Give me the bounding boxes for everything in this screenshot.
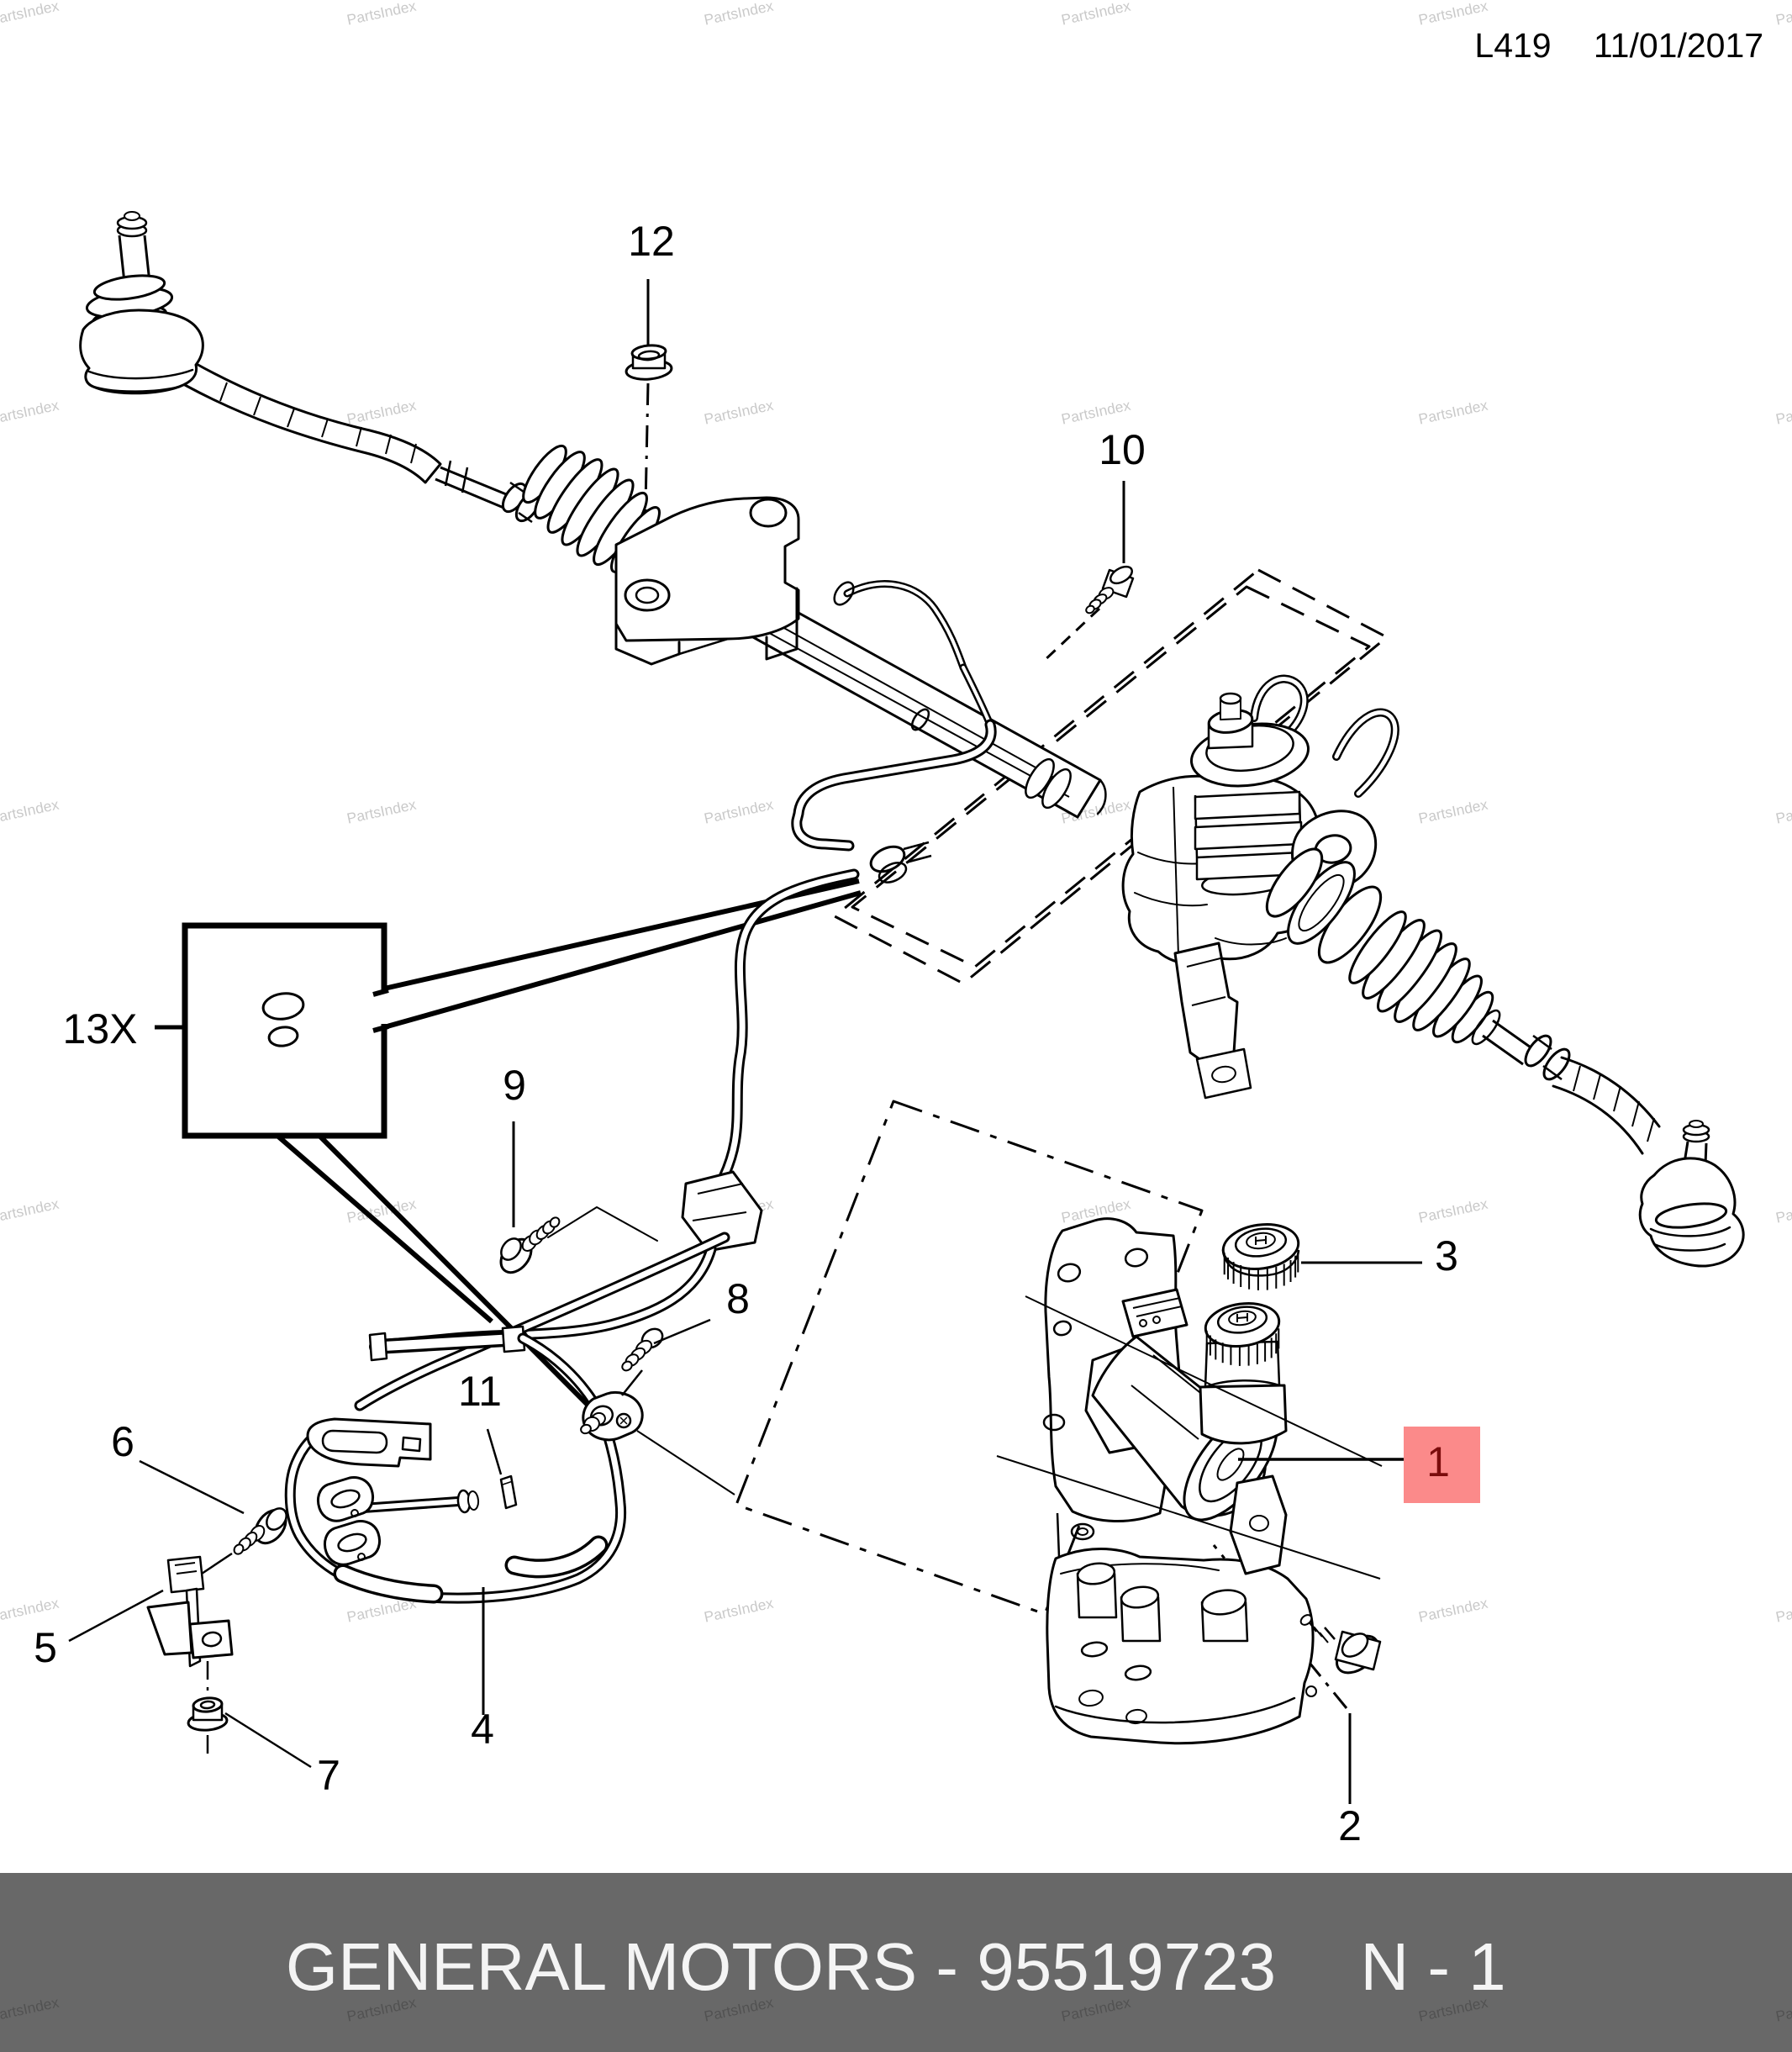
svg-text:8: 8 <box>726 1275 750 1322</box>
svg-text:7: 7 <box>317 1752 340 1799</box>
svg-text:GENERAL MOTORS - 95519723: GENERAL MOTORS - 95519723 <box>286 1929 1276 2004</box>
svg-text:11/01/2017: 11/01/2017 <box>1594 26 1763 65</box>
svg-text:L419: L419 <box>1474 26 1551 65</box>
svg-text:6: 6 <box>111 1418 134 1465</box>
svg-text:12: 12 <box>628 218 675 265</box>
svg-text:N - 1: N - 1 <box>1360 1929 1505 2004</box>
svg-text:5: 5 <box>34 1624 57 1671</box>
svg-text:9: 9 <box>503 1062 526 1109</box>
svg-text:11: 11 <box>458 1368 502 1415</box>
svg-text:4: 4 <box>471 1706 494 1753</box>
svg-text:10: 10 <box>1099 426 1146 473</box>
svg-text:2: 2 <box>1338 1802 1362 1849</box>
svg-text:13X: 13X <box>63 1005 138 1052</box>
svg-text:3: 3 <box>1435 1232 1458 1279</box>
svg-text:1: 1 <box>1426 1438 1450 1485</box>
